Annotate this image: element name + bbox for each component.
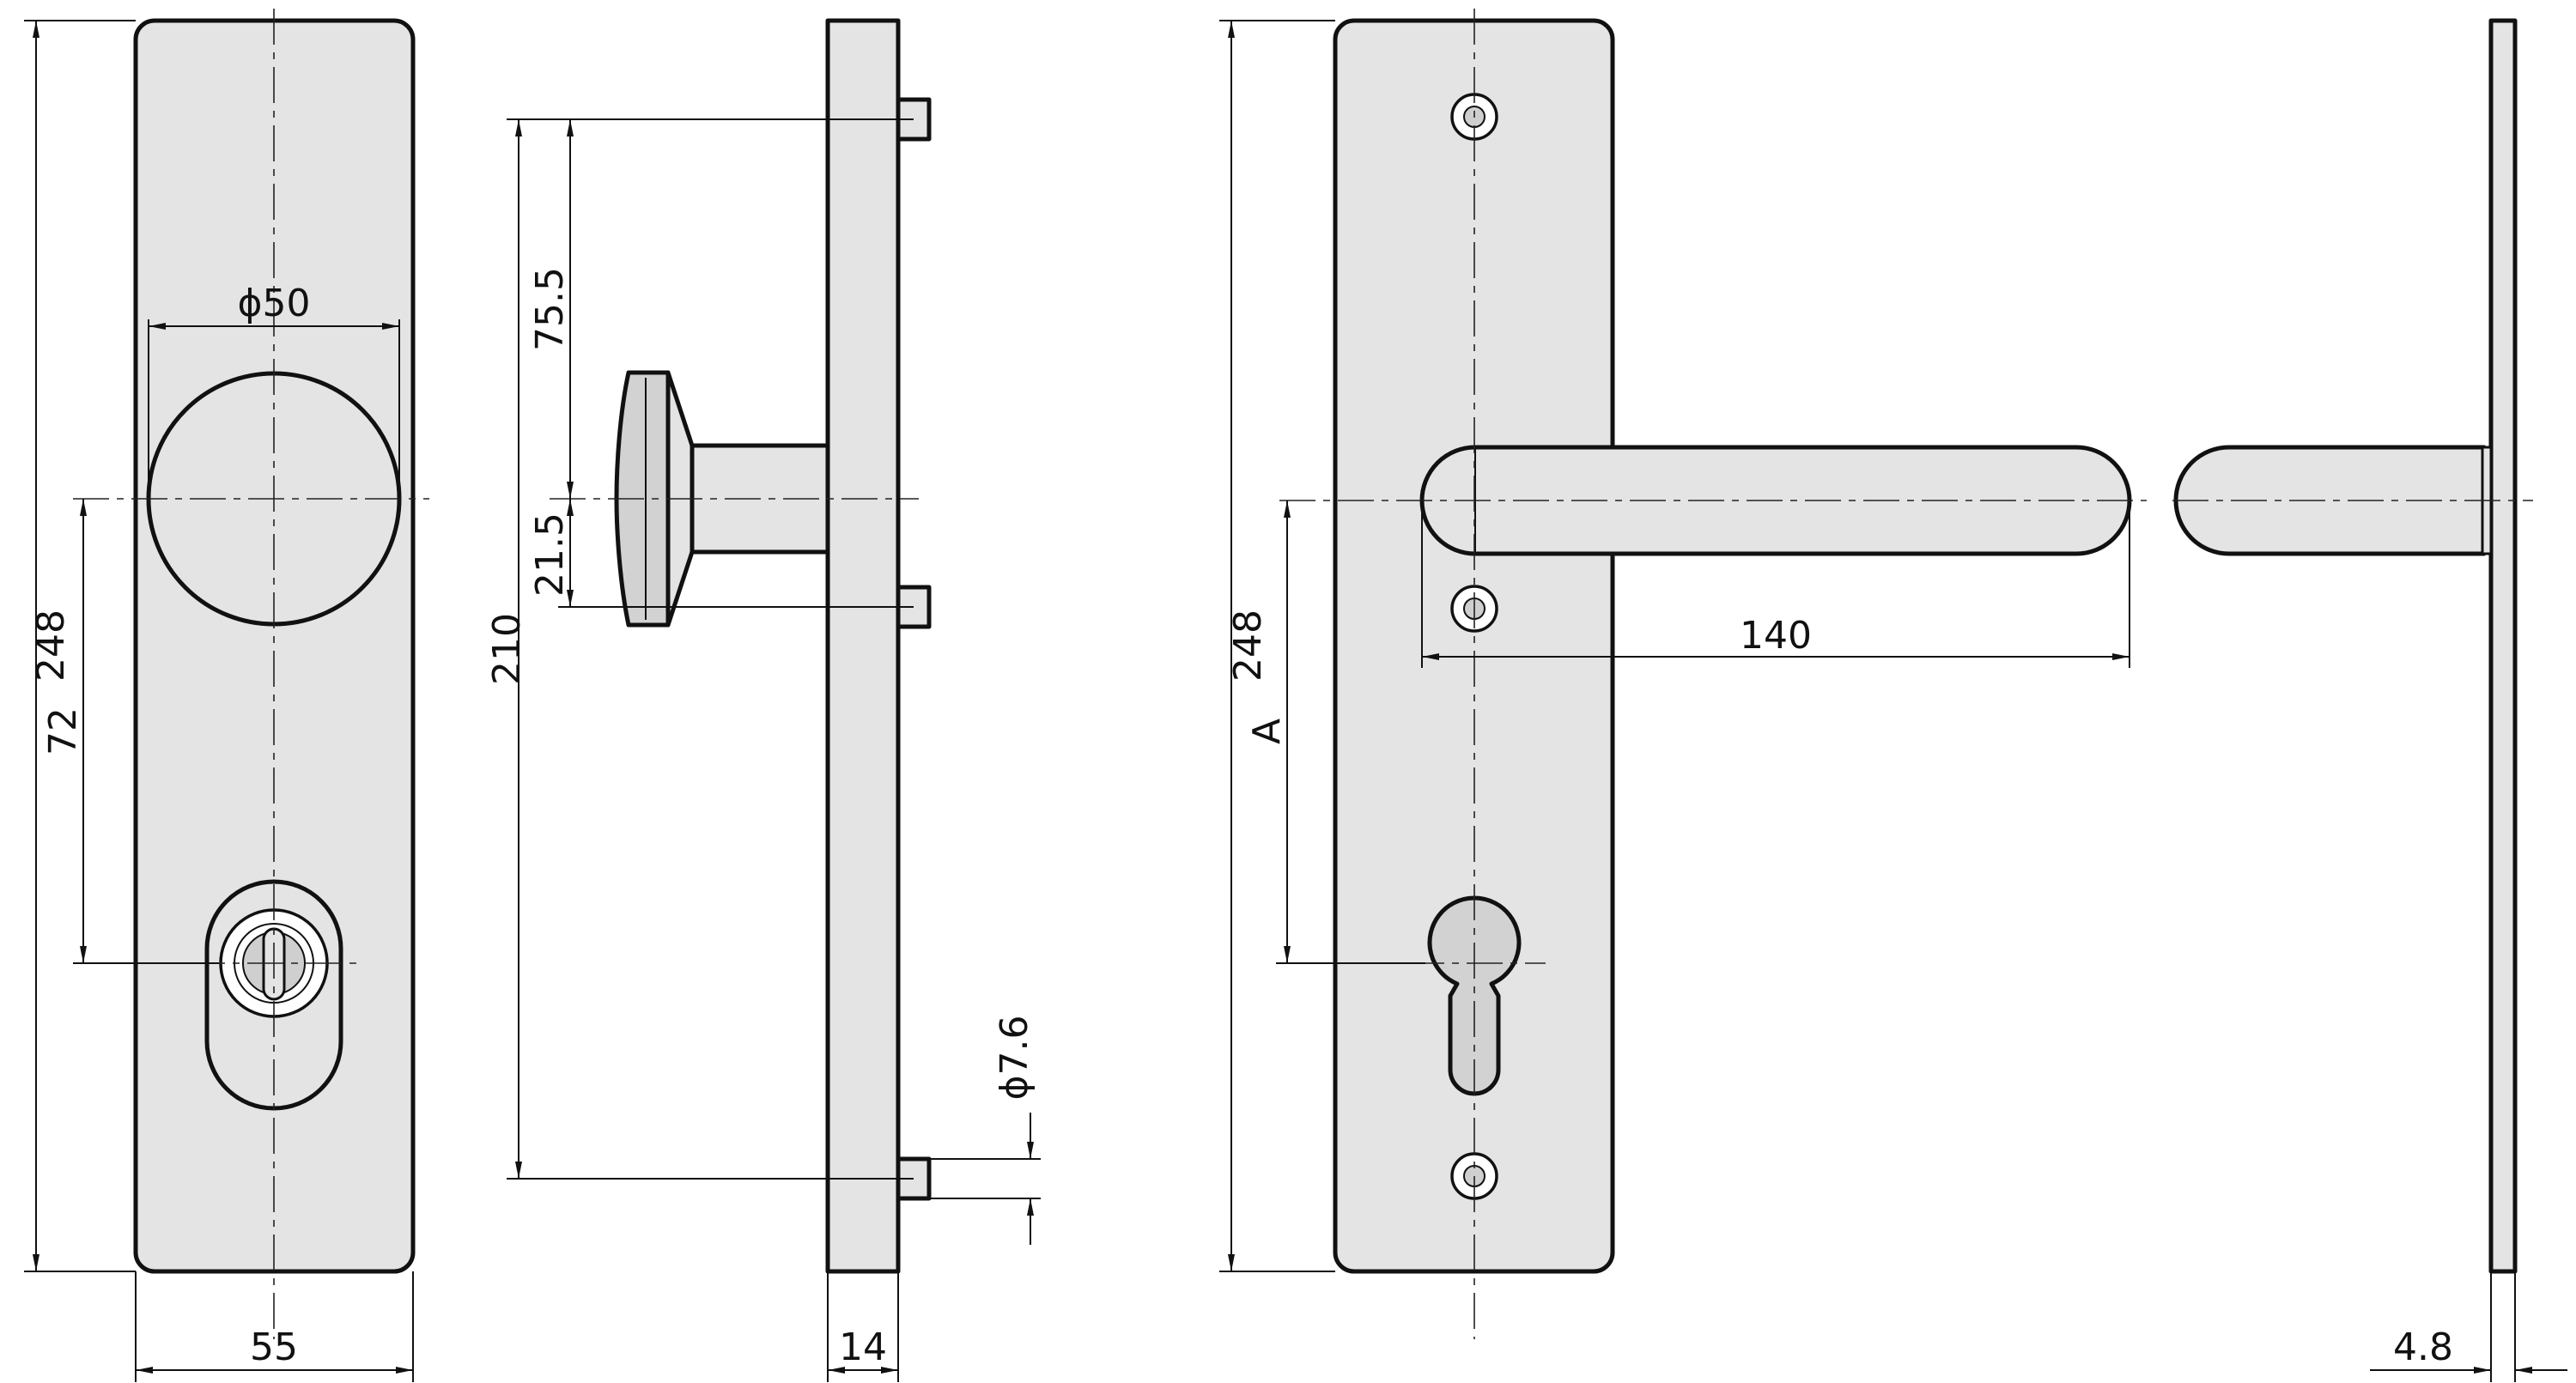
lever-plate-front-view [1279, 9, 2147, 1339]
upper-pin-to-axis-label: 75.5 [528, 267, 572, 351]
knob-plate-front-view [73, 9, 429, 1339]
axis-to-pin-label: 21.5 [528, 513, 572, 597]
lever-side-dimensions: 4.8 [2370, 1271, 2567, 1382]
knob-plate-height-label: 248 [29, 610, 73, 682]
lever-side-profile [2173, 445, 2487, 556]
thin-side-plate [2488, 18, 2518, 1274]
knob-to-cylinder-label: 72 [41, 707, 85, 755]
profile-cylinder-hole [1427, 895, 1522, 1096]
knob-side-dimensions: 210 75.5 21.5 ϕ7.6 14 [485, 118, 1041, 1382]
pin-spacing-label: 210 [485, 613, 529, 685]
knob-plate-dimensions: 248 55 ϕ50 72 [24, 20, 414, 1382]
side-plate-thickness-label: 14 [839, 1325, 887, 1369]
lever-plate-height-label: 248 [1226, 610, 1270, 682]
lever-plate-dimensions: 248 A 140 [1219, 20, 2130, 1272]
side-plate [825, 18, 901, 1274]
thin-plate-thickness-label: 4.8 [2393, 1325, 2453, 1369]
backset-a-label: A [1245, 719, 1289, 744]
knob-plate-side-view [550, 18, 932, 1274]
knob-plate-width-label: 55 [250, 1325, 298, 1369]
lever-length-label: 140 [1740, 614, 1812, 658]
pin-diameter-label: ϕ7.6 [993, 1016, 1036, 1101]
lever-plate-side-view [2172, 18, 2533, 1274]
knob-diameter-label: ϕ50 [237, 282, 310, 325]
